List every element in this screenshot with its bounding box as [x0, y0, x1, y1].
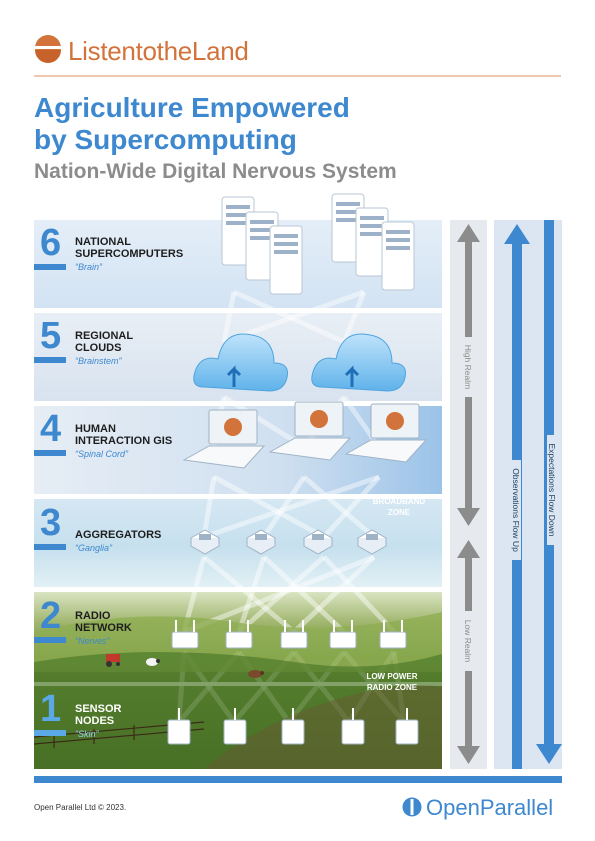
farmland-scene — [34, 612, 442, 769]
layer-1-name: SENSOR NODES — [75, 703, 122, 727]
layer-3-number-bar — [34, 544, 66, 550]
layer-1-number: 1 — [40, 688, 62, 730]
radio-gateway-icon — [280, 620, 308, 649]
layer-4-number-bar — [34, 450, 66, 456]
sensor-node-icon — [167, 708, 191, 745]
high-realm-label: High Realm — [463, 337, 473, 397]
expectations-flow-down-label: Expectations Flow Down — [547, 435, 557, 545]
layer-6-number: 6 — [40, 222, 62, 264]
laptop-icon — [268, 401, 352, 461]
cloud-icon — [311, 333, 406, 392]
radio-gateway-icon — [225, 620, 253, 649]
company-name: OpenParallel — [426, 795, 554, 820]
open-parallel-logo-icon — [402, 797, 422, 817]
laptop-icon — [344, 403, 428, 463]
radio-gateway-icon — [329, 620, 357, 649]
sensor-node-icon — [223, 708, 247, 745]
low-power-radio-zone-label: LOW POWER RADIO ZONE — [366, 672, 418, 692]
sheep-icon — [146, 658, 160, 666]
layer-2-number-bar — [34, 637, 66, 643]
layer-4-name: HUMAN INTERACTION GIS — [75, 423, 173, 447]
sensor-node-icon — [281, 708, 305, 745]
sensor-node-icon — [395, 708, 419, 745]
layer-2-number: 2 — [40, 595, 62, 637]
layer-2-name: RADIO NETWORK — [75, 610, 132, 634]
sensor-node-icon — [341, 708, 365, 745]
aggregator-icon — [189, 529, 221, 555]
low-realm-label: Low Realm — [463, 611, 473, 671]
layer-5-name: REGIONAL CLOUDS — [75, 330, 134, 354]
layer-1-nickname: “Skin” — [75, 729, 99, 739]
network-illustration — [34, 193, 442, 769]
layer-3-nickname: “Ganglia” — [75, 543, 113, 553]
listen-to-the-land-logo-icon — [35, 35, 61, 63]
layer-3-number: 3 — [40, 502, 62, 544]
cow-icon — [248, 670, 264, 678]
layer-6-nickname: “Brain” — [75, 262, 103, 272]
layer-5-number-bar — [34, 357, 66, 363]
radio-gateway-icon — [171, 620, 199, 649]
cloud-icon — [193, 333, 288, 392]
subtitle: Nation-Wide Digital Nervous System — [34, 160, 397, 183]
realm-arrows — [457, 224, 480, 764]
title-line-2: by Supercomputing — [34, 124, 297, 155]
supercomputer-icon — [331, 193, 415, 291]
copyright: Open Parallel Ltd © 2023. — [34, 803, 127, 812]
header-divider — [34, 75, 561, 77]
layer-6-name: NATIONAL SUPERCOMPUTERS — [75, 236, 184, 260]
layer-5-nickname: “Brainstem” — [75, 356, 122, 366]
bottom-bar — [34, 776, 562, 783]
aggregator-icon — [302, 529, 334, 555]
aggregator-icon — [356, 529, 388, 555]
title-line-1: Agriculture Empowered — [34, 92, 350, 123]
layer-4-nickname: “Spinal Cord” — [75, 449, 129, 459]
layer-2-nickname: “Nerves” — [75, 636, 110, 646]
supercomputer-icon — [221, 196, 303, 295]
layer-3-name: AGGREGATORS — [75, 529, 162, 541]
layer-5-number: 5 — [40, 315, 62, 357]
brand-name: ListentotheLand — [68, 36, 249, 66]
aggregator-icon — [245, 529, 277, 555]
radio-gateway-icon — [379, 620, 407, 649]
layer-1-number-bar — [34, 730, 66, 736]
observations-flow-up-label: Observations Flow Up — [511, 460, 521, 560]
layer-6-number-bar — [34, 264, 66, 270]
tractor-icon — [106, 654, 120, 667]
layer-4-number: 4 — [40, 408, 62, 450]
laptop-icon — [182, 409, 266, 469]
broadband-zone-label: BROADBAND ZONE — [372, 497, 426, 517]
